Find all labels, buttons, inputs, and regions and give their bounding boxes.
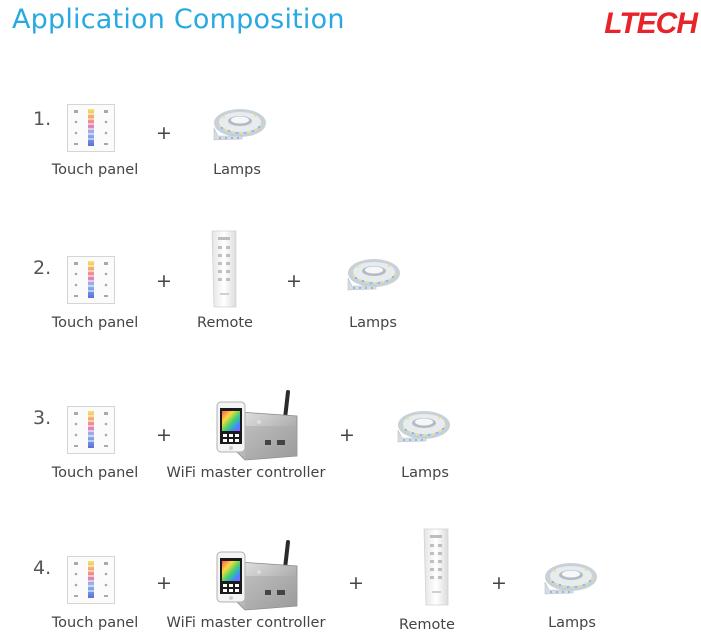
label-touch-panel: Touch panel xyxy=(51,615,139,631)
page-title: Application Composition xyxy=(12,4,345,35)
led-strip-lamps-icon xyxy=(347,258,401,291)
plus-sign: + xyxy=(339,424,355,446)
wifi-master-controller-icon xyxy=(215,390,299,462)
label-touch-panel: Touch panel xyxy=(51,162,139,178)
label-lamps: Lamps xyxy=(548,615,596,631)
label-lamps: Lamps xyxy=(401,465,449,481)
label-touch-panel: Touch panel xyxy=(51,315,139,331)
plus-sign: + xyxy=(491,572,507,594)
row-4-number: 4. xyxy=(33,557,52,579)
touch-panel-icon xyxy=(67,256,115,304)
label-wifi-master-controller: WiFi master controller xyxy=(166,615,326,631)
led-strip-lamps-icon xyxy=(544,562,598,595)
touch-panel-icon xyxy=(67,556,115,604)
plus-sign: + xyxy=(156,122,172,144)
remote-control-icon xyxy=(211,230,237,308)
touch-panel-icon xyxy=(67,104,115,152)
plus-sign: + xyxy=(156,572,172,594)
row-3-number: 3. xyxy=(33,407,52,429)
label-touch-panel: Touch panel xyxy=(51,465,139,481)
remote-control-icon xyxy=(423,528,449,606)
plus-sign: + xyxy=(156,424,172,446)
led-strip-lamps-icon xyxy=(213,108,267,141)
wifi-master-controller-icon xyxy=(215,540,299,612)
plus-sign: + xyxy=(156,270,172,292)
label-lamps: Lamps xyxy=(213,162,261,178)
label-lamps: Lamps xyxy=(349,315,397,331)
touch-panel-icon xyxy=(67,406,115,454)
label-remote: Remote xyxy=(197,315,253,331)
label-remote: Remote xyxy=(399,617,455,633)
plus-sign: + xyxy=(286,270,302,292)
ltech-logo: LTECH xyxy=(604,7,698,40)
row-2-number: 2. xyxy=(33,257,52,279)
led-strip-lamps-icon xyxy=(397,410,451,443)
row-1-number: 1. xyxy=(33,108,52,130)
label-wifi-master-controller: WiFi master controller xyxy=(166,465,326,481)
plus-sign: + xyxy=(348,572,364,594)
